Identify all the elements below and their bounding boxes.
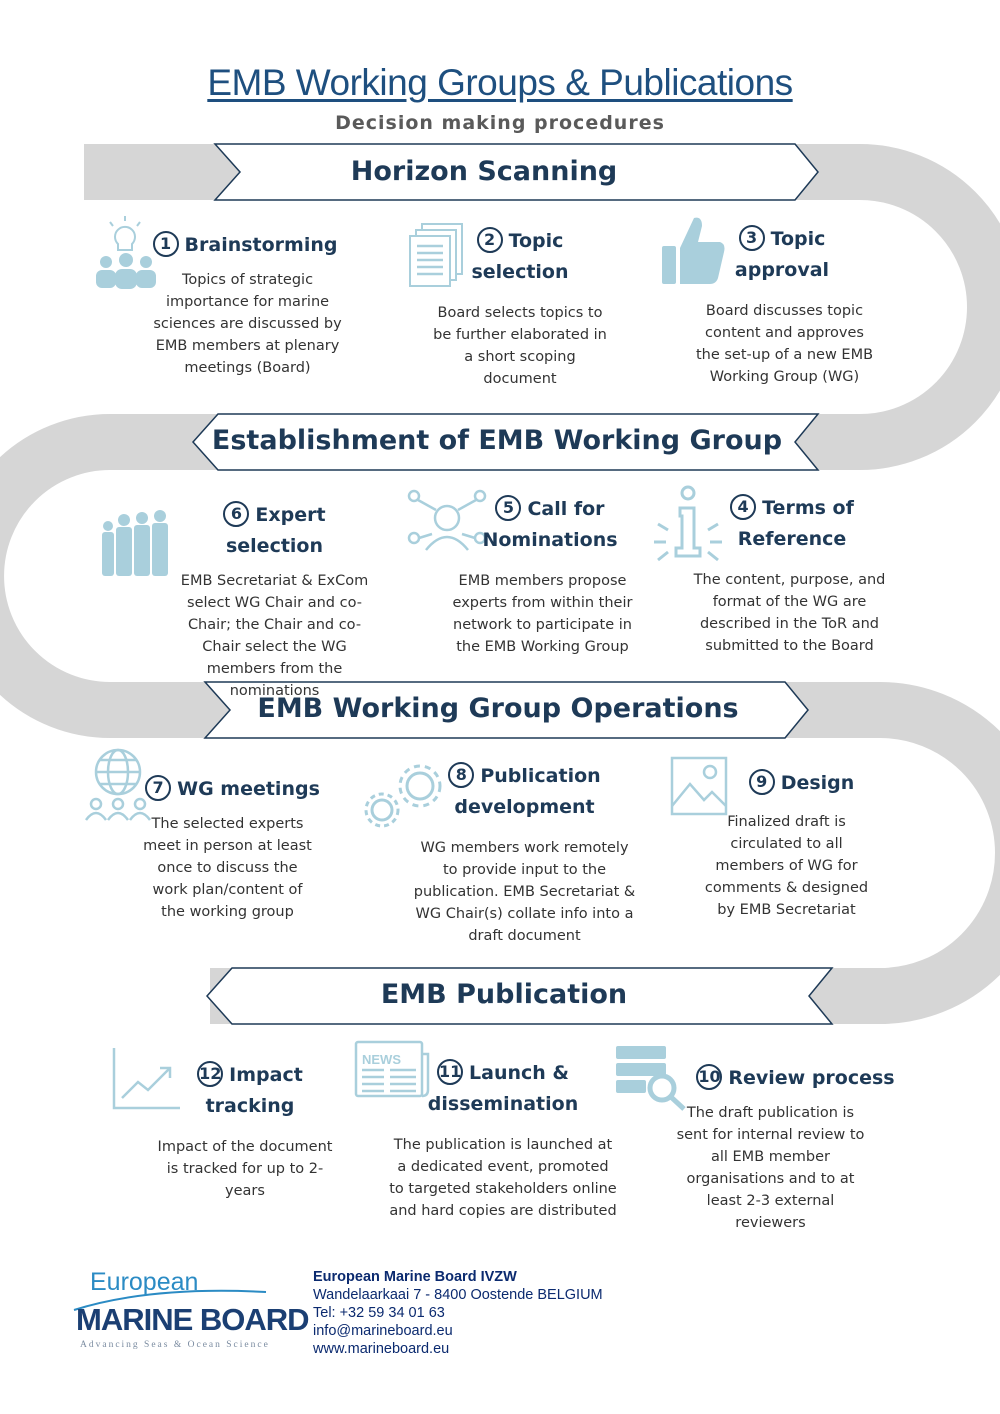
contact-phone: Tel: +32 59 34 01 63	[313, 1305, 445, 1321]
step-number: 10	[696, 1064, 723, 1090]
step-description: Topics of strategic importance for marin…	[153, 272, 342, 376]
banner-shape-establishment	[191, 413, 820, 471]
newspaper-icon: NEWS	[354, 1040, 430, 1098]
step-number: 6	[223, 501, 250, 527]
network-person-icon	[407, 489, 487, 551]
page-title: EMB Working Groups & Publications	[207, 62, 793, 103]
contact-email[interactable]: info@marineboard.eu	[313, 1323, 453, 1339]
step-number: 2	[476, 227, 503, 253]
documents-icon	[409, 223, 463, 287]
step-number: 3	[738, 225, 765, 251]
contact-website[interactable]: www.marineboard.eu	[313, 1341, 450, 1357]
step-number: 8	[448, 762, 475, 788]
newspaper-label: NEWS	[362, 1052, 401, 1067]
step-description: The selected experts meet in person at l…	[143, 816, 312, 920]
step-description: EMB Secretariat & ExCom select WG Chair …	[180, 573, 369, 699]
step-description: Board discusses topic content and approv…	[695, 303, 874, 385]
info-icon	[654, 485, 722, 562]
step-number: 12	[197, 1061, 224, 1087]
contact-address: Wandelaarkaai 7 - 8400 Oostende BELGIUM	[313, 1287, 603, 1303]
step-description: Impact of the document is tracked for up…	[157, 1139, 333, 1199]
globe-people-icon	[84, 748, 152, 821]
step-description: The publication is launched at a dedicat…	[389, 1137, 617, 1219]
people-silhouette-icon	[102, 510, 168, 576]
banner-shape-horizon-scanning	[213, 143, 819, 201]
step-description: Board selects topics to be further elabo…	[433, 305, 607, 387]
step-description: The draft publication is sent for intern…	[676, 1105, 865, 1231]
track-segment-1	[84, 144, 1000, 470]
contact-block: European Marine Board IVZW Wandelaarkaai…	[313, 1268, 603, 1358]
trend-chart-icon	[112, 1048, 180, 1110]
phase-publication: EMB Publication	[380, 979, 628, 1010]
step-number: 9	[748, 769, 775, 795]
gears-icon	[364, 764, 442, 828]
step-description: The content, purpose, and format of the …	[693, 572, 886, 654]
step-description: WG members work remotely to provide inpu…	[413, 840, 636, 944]
page-subtitle: Decision making procedures	[335, 112, 665, 134]
logo-swoosh-icon	[73, 1289, 267, 1311]
step-description: EMB members propose experts from within …	[452, 573, 633, 655]
phase-horizon-scanning: Horizon Scanning	[350, 156, 618, 187]
step-number: 1	[152, 231, 179, 257]
database-search-icon	[616, 1046, 686, 1111]
banner-shape-publication	[205, 967, 834, 1025]
step-number: 11	[437, 1059, 464, 1085]
step-number: 4	[730, 494, 757, 520]
contact-organisation: European Marine Board IVZW	[313, 1269, 517, 1285]
logo-marine-board: MARINE BOARD	[76, 1302, 310, 1337]
image-icon	[670, 756, 728, 816]
track-segment-2	[0, 414, 880, 738]
brainstorming-icon	[96, 216, 156, 289]
phase-establishment: Establishment of EMB Working Group	[211, 425, 783, 456]
thumbs-up-icon	[662, 217, 725, 284]
step-number: 7	[145, 775, 172, 801]
logo-tagline: Advancing Seas & Ocean Science	[80, 1340, 270, 1350]
phase-operations: EMB Working Group Operations	[257, 693, 739, 724]
track-segment-3	[210, 682, 1000, 1024]
banner-shape-operations	[203, 681, 809, 739]
step-description: Finalized draft is circulated to all mem…	[704, 814, 869, 918]
step-number: 5	[495, 495, 522, 521]
